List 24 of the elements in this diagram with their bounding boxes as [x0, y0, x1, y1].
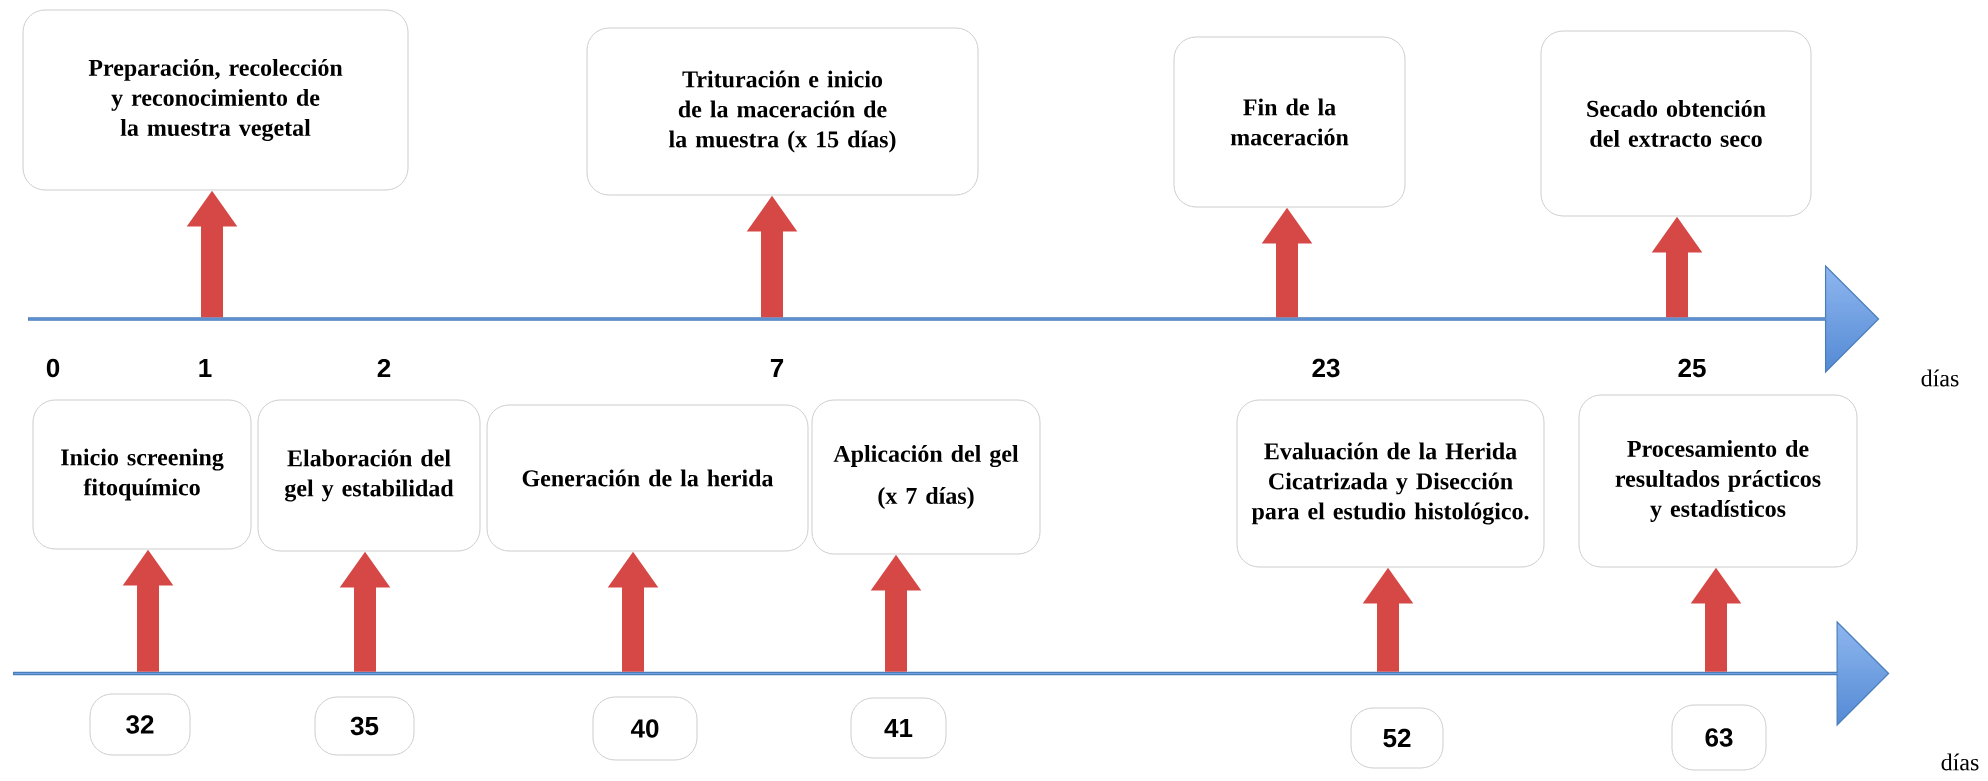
day-box: 63 — [1671, 704, 1767, 771]
day-box: 35 — [314, 696, 415, 756]
tick-label: 25 — [1678, 358, 1706, 378]
event-box: Generación de la herida — [486, 404, 809, 552]
event-box: Procesamiento de resultados prácticos y estadísticos — [1578, 394, 1858, 568]
tick-label: 0 — [46, 358, 60, 378]
event-box: Secado obtención del extracto seco — [1540, 30, 1812, 217]
day-box: 52 — [1350, 707, 1444, 769]
tick-label: 7 — [770, 359, 784, 377]
tick-label: 2 — [377, 358, 391, 378]
event-box: Trituración e inicio de la maceración de la muestra (x 15 días) — [586, 27, 979, 196]
unit-label: días — [1941, 753, 1979, 771]
day-box: 32 — [89, 693, 191, 756]
event-box: Aplicación del gel (x 7 días) — [811, 399, 1041, 555]
event-box: Preparación, recolección y reconocimiento de la muestra vegetal — [22, 9, 409, 191]
unit-label: días — [1921, 369, 1959, 387]
event-box: Elaboración del gel y estabilidad — [257, 399, 481, 552]
day-box: 41 — [850, 697, 947, 759]
day-box: 40 — [592, 696, 698, 761]
event-box: Evaluación de la Herida Cicatrizada y Disección para el estudio histológico. — [1236, 399, 1545, 568]
tick-label: 1 — [199, 359, 212, 377]
tick-label: 23 — [1312, 358, 1340, 378]
event-box: Fin de la maceración — [1173, 36, 1406, 208]
event-box: Inicio screening fitoquímico — [32, 399, 252, 550]
